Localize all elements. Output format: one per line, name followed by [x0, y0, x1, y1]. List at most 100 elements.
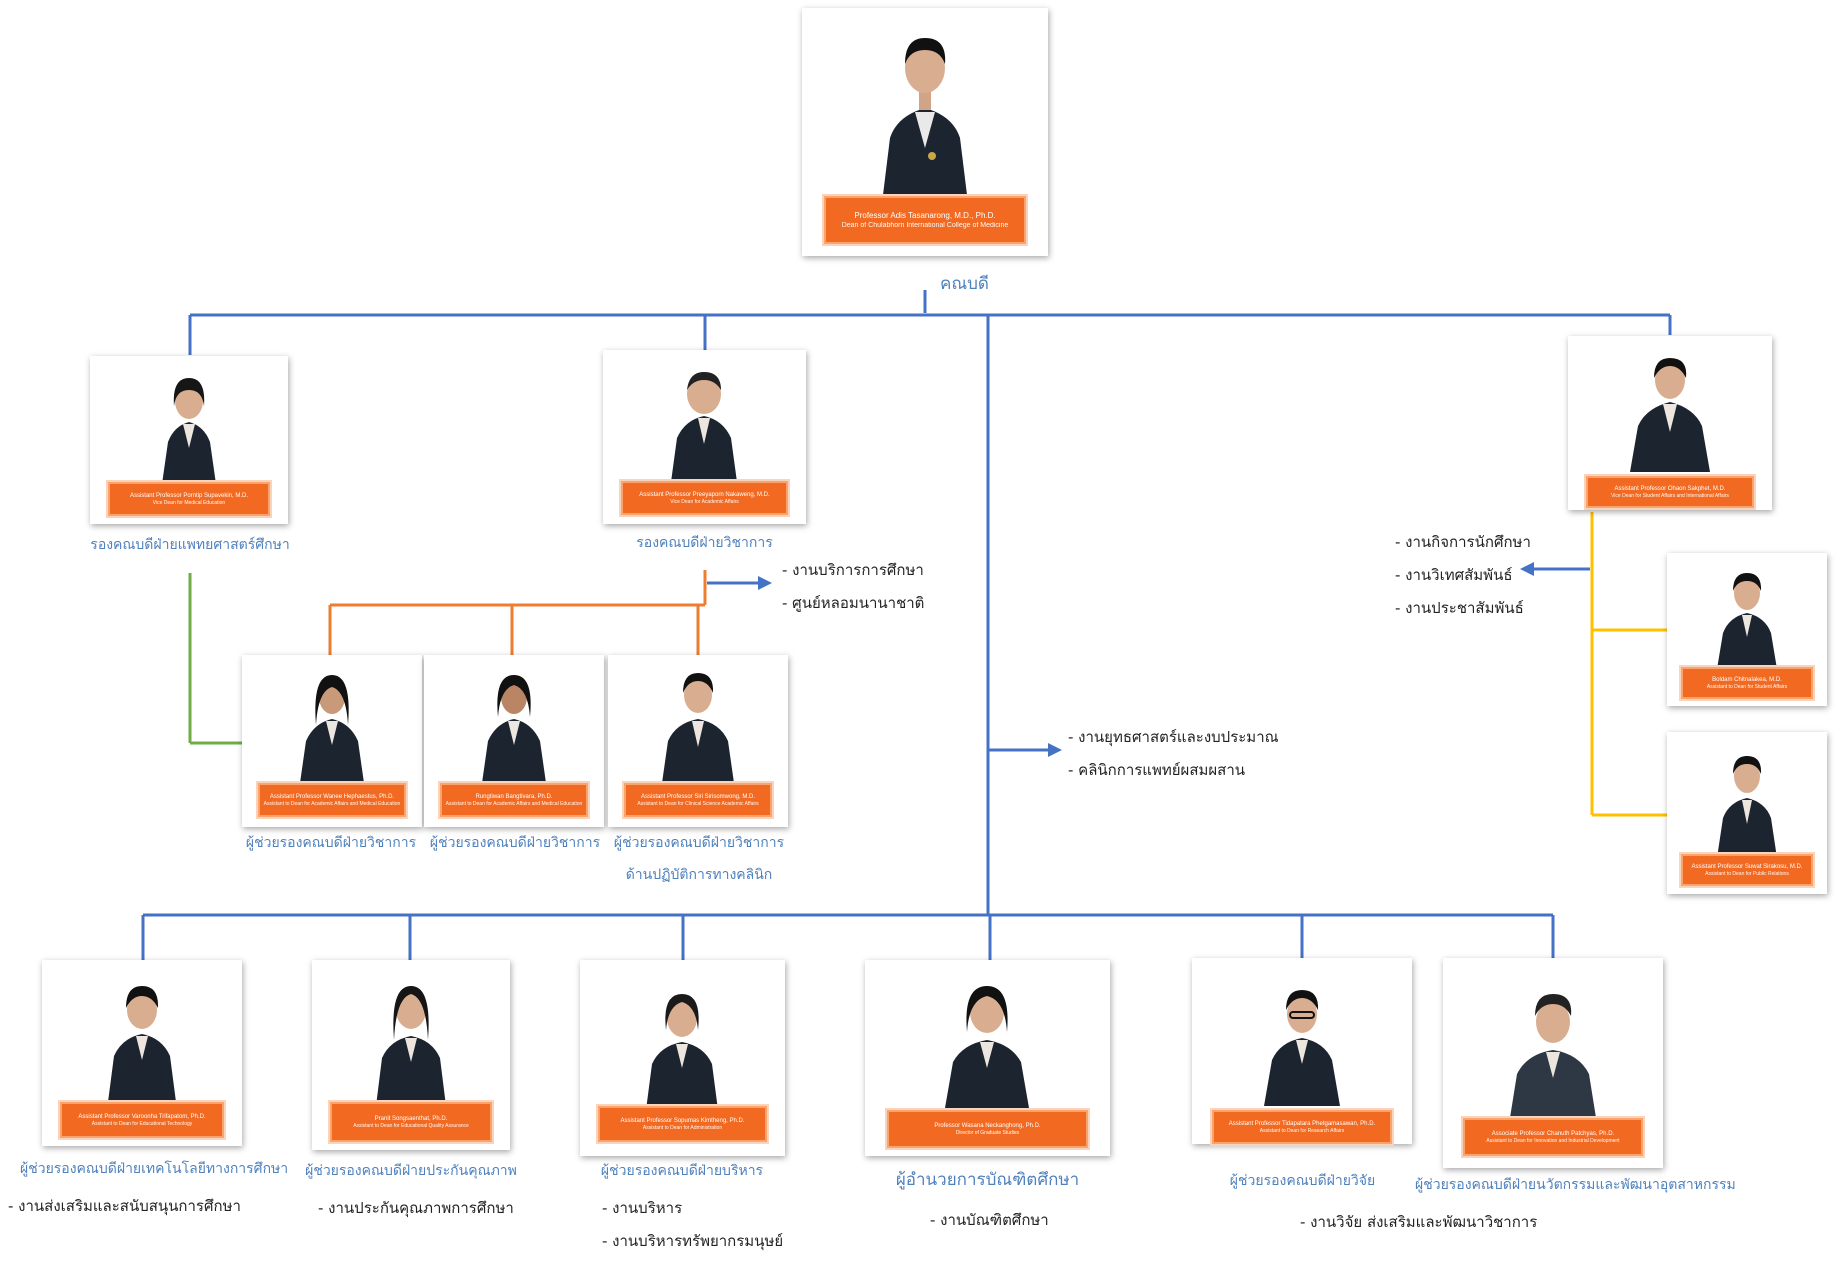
bottom-card-name: Pranit Songsaenthat, Ph.D. — [374, 1115, 448, 1122]
vice-dean-academic-caption: รองคณบดีฝ่ายวิชาการ — [636, 535, 773, 551]
student-assistant-card: Boldam Chitnalakea, M.D. Assistant to De… — [1667, 553, 1827, 706]
student-duty-item: - งานประชาสัมพันธ์ — [1395, 599, 1524, 617]
academic-assistant-nameplate: Assistant Professor Wanee Hephaestus, Ph… — [258, 783, 406, 817]
vice-dean-student-title: Vice Dean for Student Affairs and Intern… — [1611, 492, 1729, 499]
academic-assistant-name: Rungtiwan Bangtivara, Ph.D. — [475, 793, 553, 800]
bottom-card-nameplate: Assistant Professor Sopumas Kimtheng, Ph… — [598, 1106, 767, 1142]
bottom-card-nameplate: Associate Professor Chanuth Patchyas, Ph… — [1462, 1118, 1644, 1156]
vice-dean-academic-photo — [671, 372, 737, 482]
academic-duties: - งานบริการการศึกษา - ศูนย์หลอมนานาชาติ — [782, 558, 924, 624]
bottom-card-photo — [108, 986, 176, 1102]
bottom-card-title: Assistant to Dean for Educational Qualit… — [353, 1122, 469, 1129]
bottom-duties-research: - งานวิจัย ส่งเสริมและพัฒนาวิชาการ — [1300, 1210, 1537, 1243]
academic-assistant-title: Assistant to Dean for Academic Affairs a… — [445, 800, 583, 807]
student-assistant-photo — [1717, 573, 1777, 669]
bottom-card-nameplate: Pranit Songsaenthat, Ph.D. Assistant to … — [329, 1102, 493, 1142]
academic-assistant-nameplate: Assistant Professor Siri Sirisomwong, M.… — [624, 783, 772, 817]
academic-assistant-card: Rungtiwan Bangtivara, Ph.D. Assistant to… — [424, 655, 604, 827]
bottom-duties-edtech: - งานส่งเสริมและสนับสนุนการศึกษา — [8, 1194, 241, 1227]
academic-assistant-card: Assistant Professor Siri Sirisomwong, M.… — [608, 655, 788, 827]
student-assistant-name: Assistant Professor Suwat Sirakosu, M.D. — [1691, 863, 1803, 870]
bottom-card-nameplate: Professor Wasana Neckanghong, Ph.D. Dire… — [887, 1110, 1088, 1148]
bottom-card-photo — [376, 986, 446, 1106]
bottom-card-photo — [646, 994, 718, 1110]
academic-assistant-name: Assistant Professor Wanee Hephaestus, Ph… — [269, 793, 395, 800]
student-assistant-nameplate: Boldam Chitnalakea, M.D. Assistant to De… — [1681, 667, 1813, 699]
bottom-duty-item: - งานวิจัย ส่งเสริมและพัฒนาวิชาการ — [1300, 1213, 1538, 1231]
vice-dean-medical-education-nameplate: Assistant Professor Porntip Supavekin, M… — [107, 482, 271, 516]
academic-assistant-photo — [300, 675, 364, 783]
vice-dean-student-name: Assistant Professor Ohaon Sakphet, M.D. — [1614, 485, 1726, 492]
vice-dean-medical-education-caption: รองคณบดีฝ่ายแพทยศาสตร์ศึกษา — [90, 537, 290, 553]
vice-dean-medical-education-title: Vice Dean for Medical Education — [152, 499, 226, 506]
bottom-duties-admin: - งานบริหาร - งานบริหารทรัพยากรมนุษย์ — [602, 1196, 783, 1262]
academic-assistant-title: Assistant to Dean for Academic Affairs a… — [263, 800, 401, 807]
student-assistant-title: Assistant to Dean for Public Relations — [1705, 870, 1789, 877]
bottom-card-name: Assistant Professor Varoonha Trifapatom,… — [78, 1113, 206, 1120]
bottom-card-title: Director of Graduate Studies — [955, 1129, 1020, 1136]
student-assistant-title: Assistant to Dean for Student Affairs — [1706, 683, 1788, 690]
academic-assistant-card: Assistant Professor Wanee Hephaestus, Ph… — [242, 655, 422, 827]
student-duty-arrow — [1520, 562, 1534, 576]
bottom-card-title: Assistant to Dean for Research Affairs — [1259, 1127, 1345, 1134]
student-duty-item: - งานวิเทศสัมพันธ์ — [1395, 566, 1513, 584]
student-assistant-nameplate: Assistant Professor Suwat Sirakosu, M.D.… — [1681, 854, 1813, 886]
dean-name: Professor Adis Tasanarong, M.D., Ph.D. — [854, 210, 996, 220]
vice-dean-student-photo — [1630, 358, 1710, 472]
bottom-card-name: Assistant Professor Tidapatara Phetgamas… — [1228, 1120, 1376, 1127]
academic-assistant-caption: ผู้ช่วยรองคณบดีฝ่ายวิชาการ — [613, 835, 785, 851]
academic-duty-item: - ศูนย์หลอมนานาชาติ — [782, 594, 925, 612]
bottom-card-name: Assistant Professor Sopumas Kimtheng, Ph… — [620, 1117, 745, 1124]
center-duty-arrow — [1048, 743, 1062, 757]
academic-duty-arrow — [758, 576, 772, 590]
bottom-duties-quality: - งานประกันคุณภาพการศึกษา — [318, 1196, 514, 1229]
vice-dean-student-nameplate: Assistant Professor Ohaon Sakphet, M.D. … — [1586, 476, 1754, 508]
bottom-duty-item: - งานบริหารทรัพยากรมนุษย์ — [602, 1232, 784, 1250]
bottom-duty-item: - งานส่งเสริมและสนับสนุนการศึกษา — [8, 1197, 241, 1215]
bottom-caption: ผู้ช่วยรองคณบดีฝ่ายประกันคุณภาพ — [305, 1163, 517, 1179]
student-assistant-card: Assistant Professor Suwat Sirakosu, M.D.… — [1667, 732, 1827, 894]
dean-caption: คณบดี — [940, 274, 989, 294]
vice-dean-student-card: Assistant Professor Ohaon Sakphet, M.D. … — [1568, 336, 1772, 510]
bottom-card-edtech: Assistant Professor Varoonha Trifapatom,… — [42, 960, 242, 1146]
bottom-card-title: Assistant to Dean for Educational Techno… — [91, 1120, 193, 1127]
vice-dean-medical-education-photo — [162, 378, 216, 484]
academic-assistant-photo — [662, 673, 734, 783]
bottom-caption: ผู้ช่วยรองคณบดีฝ่ายวิจัย — [1229, 1173, 1376, 1189]
vice-dean-medical-education-card: Assistant Professor Porntip Supavekin, M… — [90, 356, 288, 524]
academic-assistant-caption: ผู้ช่วยรองคณบดีฝ่ายวิชาการ — [245, 835, 417, 851]
bottom-duty-item: - งานบัณฑิตศึกษา — [930, 1211, 1049, 1229]
bottom-caption: ผู้อำนวยการบัณฑิตศึกษา — [895, 1170, 1080, 1190]
center-duty-item: - งานยุทธศาสตร์และงบประมาณ — [1068, 728, 1279, 746]
student-duty-item: - งานกิจการนักศึกษา — [1395, 533, 1531, 551]
bottom-card-photo — [945, 986, 1029, 1108]
bottom-card-name: Professor Wasana Neckanghong, Ph.D. — [934, 1122, 1041, 1129]
academic-assistant-caption: ผู้ช่วยรองคณบดีฝ่ายวิชาการ — [429, 835, 601, 851]
dean-title: Dean of Chulabhorn International College… — [841, 221, 1009, 229]
student-assistant-name: Boldam Chitnalakea, M.D. — [1712, 676, 1782, 683]
center-duty-item: - คลินิกการแพทย์ผสมผสาน — [1068, 761, 1245, 779]
academic-duty-item: - งานบริการการศึกษา — [782, 561, 924, 579]
bottom-duty-item: - งานบริหาร — [602, 1199, 683, 1217]
center-duties: - งานยุทธศาสตร์และงบประมาณ - คลินิกการแพ… — [1068, 725, 1279, 791]
bottom-card-nameplate: Assistant Professor Varoonha Trifapatom,… — [60, 1102, 224, 1138]
bottom-card-name: Associate Professor Chanuth Patchyas, Ph… — [1491, 1130, 1615, 1137]
bottom-card-quality: Pranit Songsaenthat, Ph.D. Assistant to … — [312, 960, 510, 1150]
bottom-card-research: Assistant Professor Tidapatara Phetgamas… — [1192, 958, 1412, 1144]
bottom-card-innovation: Associate Professor Chanuth Patchyas, Ph… — [1443, 958, 1663, 1168]
bottom-caption: ผู้ช่วยรองคณบดีฝ่ายเทคโนโลยีทางการศึกษา — [20, 1161, 289, 1177]
bottom-card-title: Assistant to Dean for Administration — [642, 1124, 723, 1131]
bottom-caption: ผู้ช่วยรองคณบดีฝ่ายบริหาร — [600, 1163, 764, 1179]
dean-card: Professor Adis Tasanarong, M.D., Ph.D. D… — [802, 8, 1048, 256]
vice-dean-academic-title: Vice Dean for Academic Affairs — [670, 498, 739, 505]
academic-assistant-title: Assistant to Dean for Clinical Science A… — [637, 800, 759, 807]
bottom-card-graduate: Professor Wasana Neckanghong, Ph.D. Dire… — [865, 960, 1110, 1156]
academic-assistant-name: Assistant Professor Siri Sirisomwong, M.… — [640, 793, 756, 800]
academic-assistant-nameplate: Rungtiwan Bangtivara, Ph.D. Assistant to… — [440, 783, 588, 817]
vice-dean-academic-nameplate: Assistant Professor Preeyaporn Nakaweng,… — [621, 481, 788, 515]
bottom-duty-item: - งานประกันคุณภาพการศึกษา — [318, 1199, 514, 1217]
bottom-card-title: Assistant to Dean for Innovation and Ind… — [1486, 1137, 1620, 1144]
bottom-duties-graduate: - งานบัณฑิตศึกษา — [930, 1208, 1049, 1241]
bottom-card-photo — [1509, 994, 1597, 1124]
